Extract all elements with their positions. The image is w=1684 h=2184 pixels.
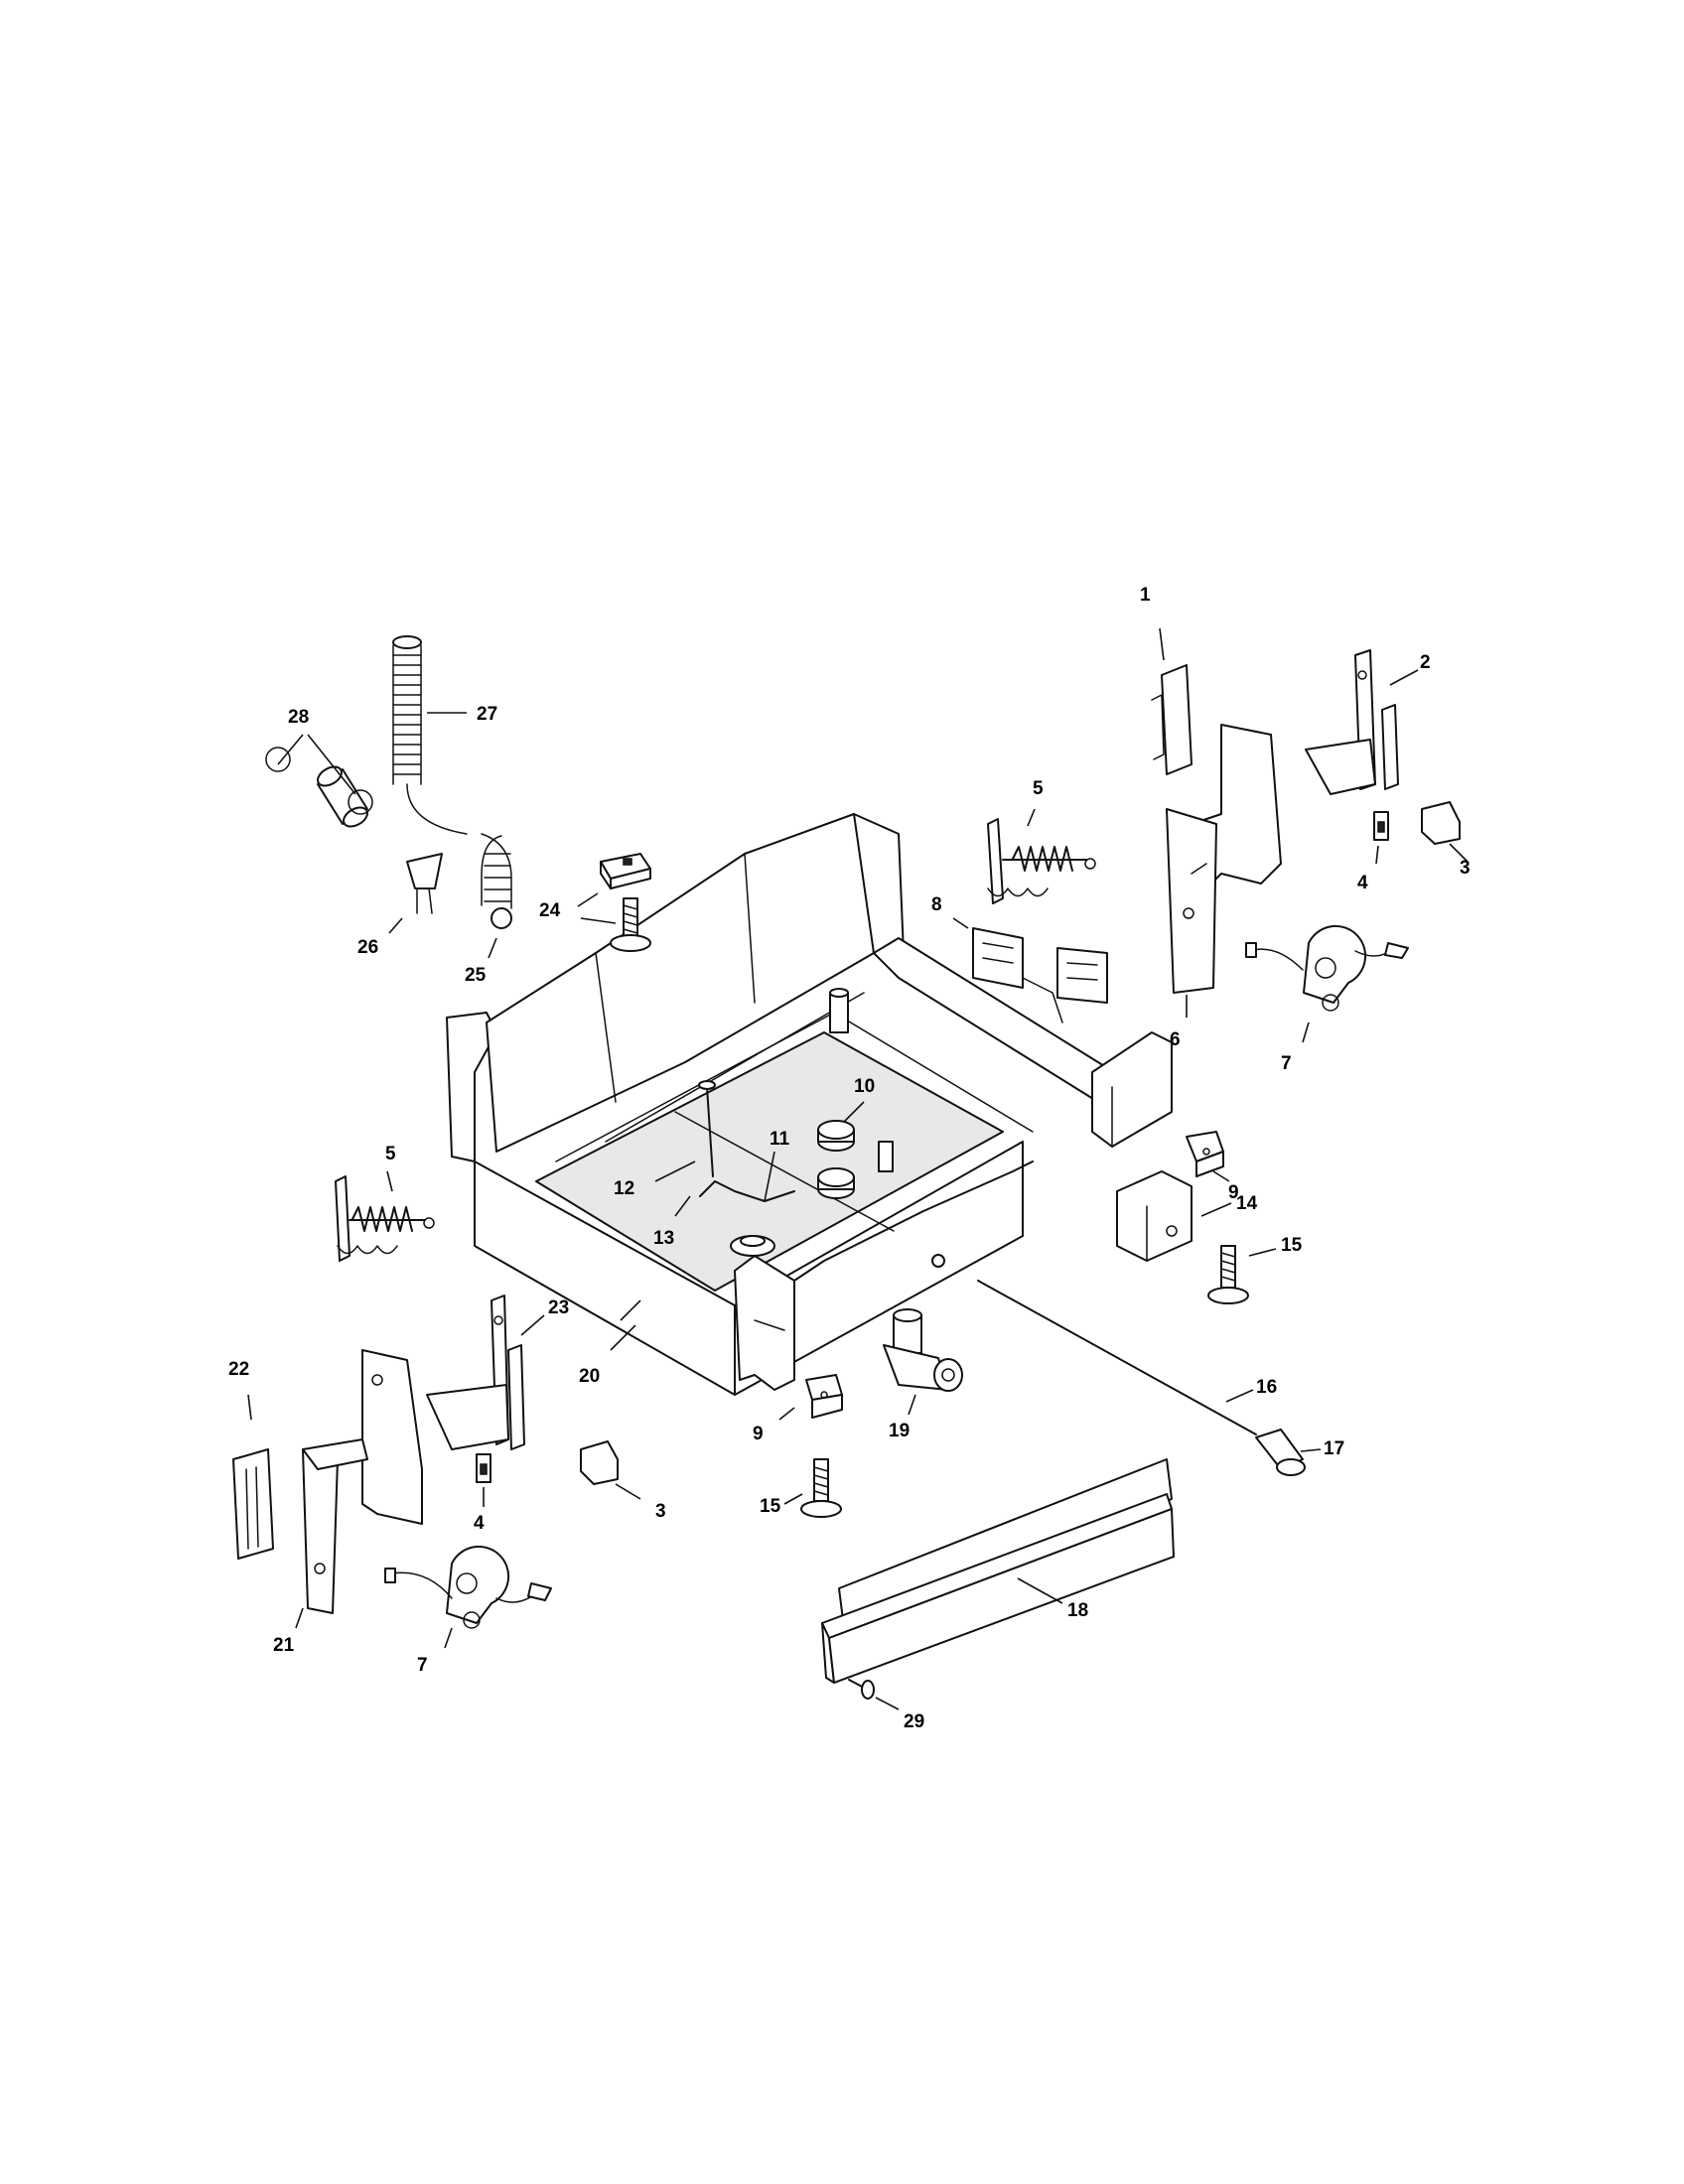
label-16: 16 [1256,1377,1277,1398]
label-6: 6 [1170,1029,1181,1050]
part-6-bracket [1166,724,1282,1018]
part-27-hose [392,635,468,835]
label-7-upper: 7 [1281,1053,1292,1074]
part-16-rod [977,1280,1257,1435]
part-15-foot-upper [1207,1245,1277,1304]
part-7-switch-lower [384,1545,552,1649]
label-13: 13 [653,1228,674,1249]
part-29-screw [848,1679,900,1710]
label-28: 28 [288,707,309,728]
part-4-fastener-lower [476,1453,491,1507]
part-8-terminal-blocks [952,917,1108,1024]
label-9-lower: 9 [753,1424,764,1444]
label-20: 20 [579,1366,600,1387]
part-labels: 1 2 3 4 5 6 7 8 9 10 11 12 13 14 15 16 1… [228,585,1471,1732]
part-23-bracket [426,1295,545,1450]
pump-parts [699,1120,894,1257]
label-4-lower: 4 [474,1513,485,1534]
part-22-cover [232,1394,274,1560]
label-15-lower: 15 [760,1496,781,1517]
label-18: 18 [1067,1600,1088,1621]
part-25-hose-end [481,833,512,959]
label-23: 23 [548,1297,569,1318]
label-22: 22 [228,1359,249,1380]
label-5-upper: 5 [1033,778,1044,799]
part-9-bracket-upper [1186,1131,1230,1182]
label-15-upper: 15 [1281,1235,1303,1256]
base-frame [446,813,1173,1396]
leaders-interior [620,1101,865,1321]
part-3-clip-lower [580,1440,641,1500]
leaders-misc [610,1324,636,1351]
label-9-upper: 9 [1228,1182,1239,1203]
part-15-foot-lower [783,1458,842,1518]
label-26: 26 [357,937,378,958]
part-14-housing [1116,1170,1232,1262]
label-2: 2 [1420,652,1431,673]
label-7-lower: 7 [417,1655,428,1676]
part-4-fastener-upper [1373,811,1389,865]
label-11: 11 [770,1129,790,1150]
label-4-upper: 4 [1357,873,1368,893]
label-14: 14 [1236,1193,1258,1214]
label-19: 19 [889,1421,910,1441]
part-28-coupling [265,734,373,828]
part-1-cover [1151,627,1193,775]
label-10: 10 [854,1076,875,1097]
label-5-lower: 5 [385,1144,396,1164]
part-7-switch-upper [1245,924,1409,1043]
label-17: 17 [1324,1438,1344,1459]
part-9-bracket-lower [778,1374,843,1421]
label-1: 1 [1140,585,1151,606]
part-5-spring-upper [987,808,1096,904]
part-26-clip [388,853,443,934]
label-3-lower: 3 [655,1501,666,1522]
label-27: 27 [477,704,497,725]
part-17-cap [1255,1429,1322,1476]
label-8: 8 [931,894,942,915]
part-24-block [577,853,651,952]
label-24: 24 [539,900,561,921]
label-21: 21 [273,1635,295,1656]
label-12: 12 [614,1178,634,1199]
label-29: 29 [904,1711,924,1732]
label-25: 25 [465,965,487,986]
part-18-kickplate [821,1458,1175,1684]
part-5-spring-lower [335,1170,435,1262]
part-19-valve [883,1308,963,1416]
part-2-bracket [1305,649,1419,795]
label-3-upper: 3 [1460,858,1471,879]
part-21-bracket [295,1349,423,1629]
part-3-clip-upper [1421,801,1469,863]
